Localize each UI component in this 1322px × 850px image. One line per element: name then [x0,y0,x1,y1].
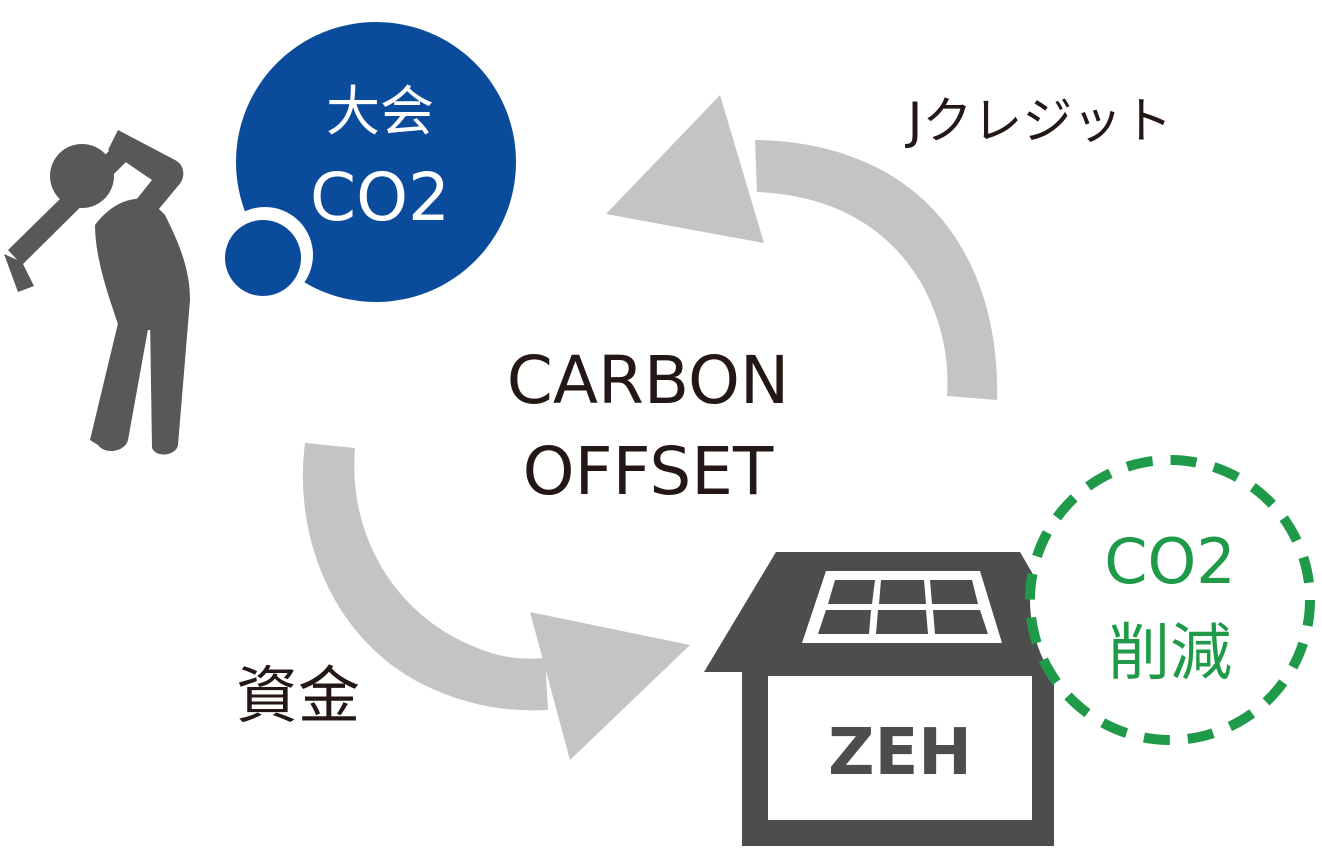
center-title-line2: OFFSET [523,433,774,510]
tournament-bubble-line1: 大会 [326,80,434,143]
funds-arrow-body [302,443,548,711]
golfer-leg-left [90,315,150,452]
co2-reduction-line1: CO2 [1104,525,1236,598]
j-credit-arrow-head [606,95,764,243]
funds-arrow-head [530,612,690,760]
j-credit-label: Jクレジット [905,92,1173,150]
center-title-line1: CARBON [507,342,790,419]
solar-cell [876,610,928,634]
golfer-icon [4,130,190,455]
golfer-arm [108,130,184,222]
co2-reduction-bubble: CO2 削減 [1025,455,1315,745]
solar-cell [930,580,978,604]
golfer-torso [95,198,190,330]
golfer-head [50,144,114,208]
funds-arrow [302,443,690,760]
solar-cell [933,610,988,634]
co2-reduction-line2: 削減 [1108,616,1232,689]
golfer-club [8,150,126,265]
golfer-leg-right [150,300,190,455]
funds-label: 資金 [236,659,360,732]
tournament-bubble-small [225,220,301,296]
j-credit-arrow [606,95,998,400]
golfer-club-head [4,254,34,292]
house-label-panel [768,676,1032,820]
solar-cell [879,580,926,604]
zeh-house-icon: ZEH [704,552,1090,846]
j-credit-arrow-body [755,140,998,400]
solar-cell [818,610,871,634]
solar-panel-icon [802,571,1002,643]
solar-cell [828,580,875,604]
tournament-co2-bubble: 大会 CO2 [217,22,516,303]
house-label: ZEH [828,716,972,790]
co2-reduction-circle [1025,455,1315,745]
tournament-bubble-line2: CO2 [310,159,450,236]
